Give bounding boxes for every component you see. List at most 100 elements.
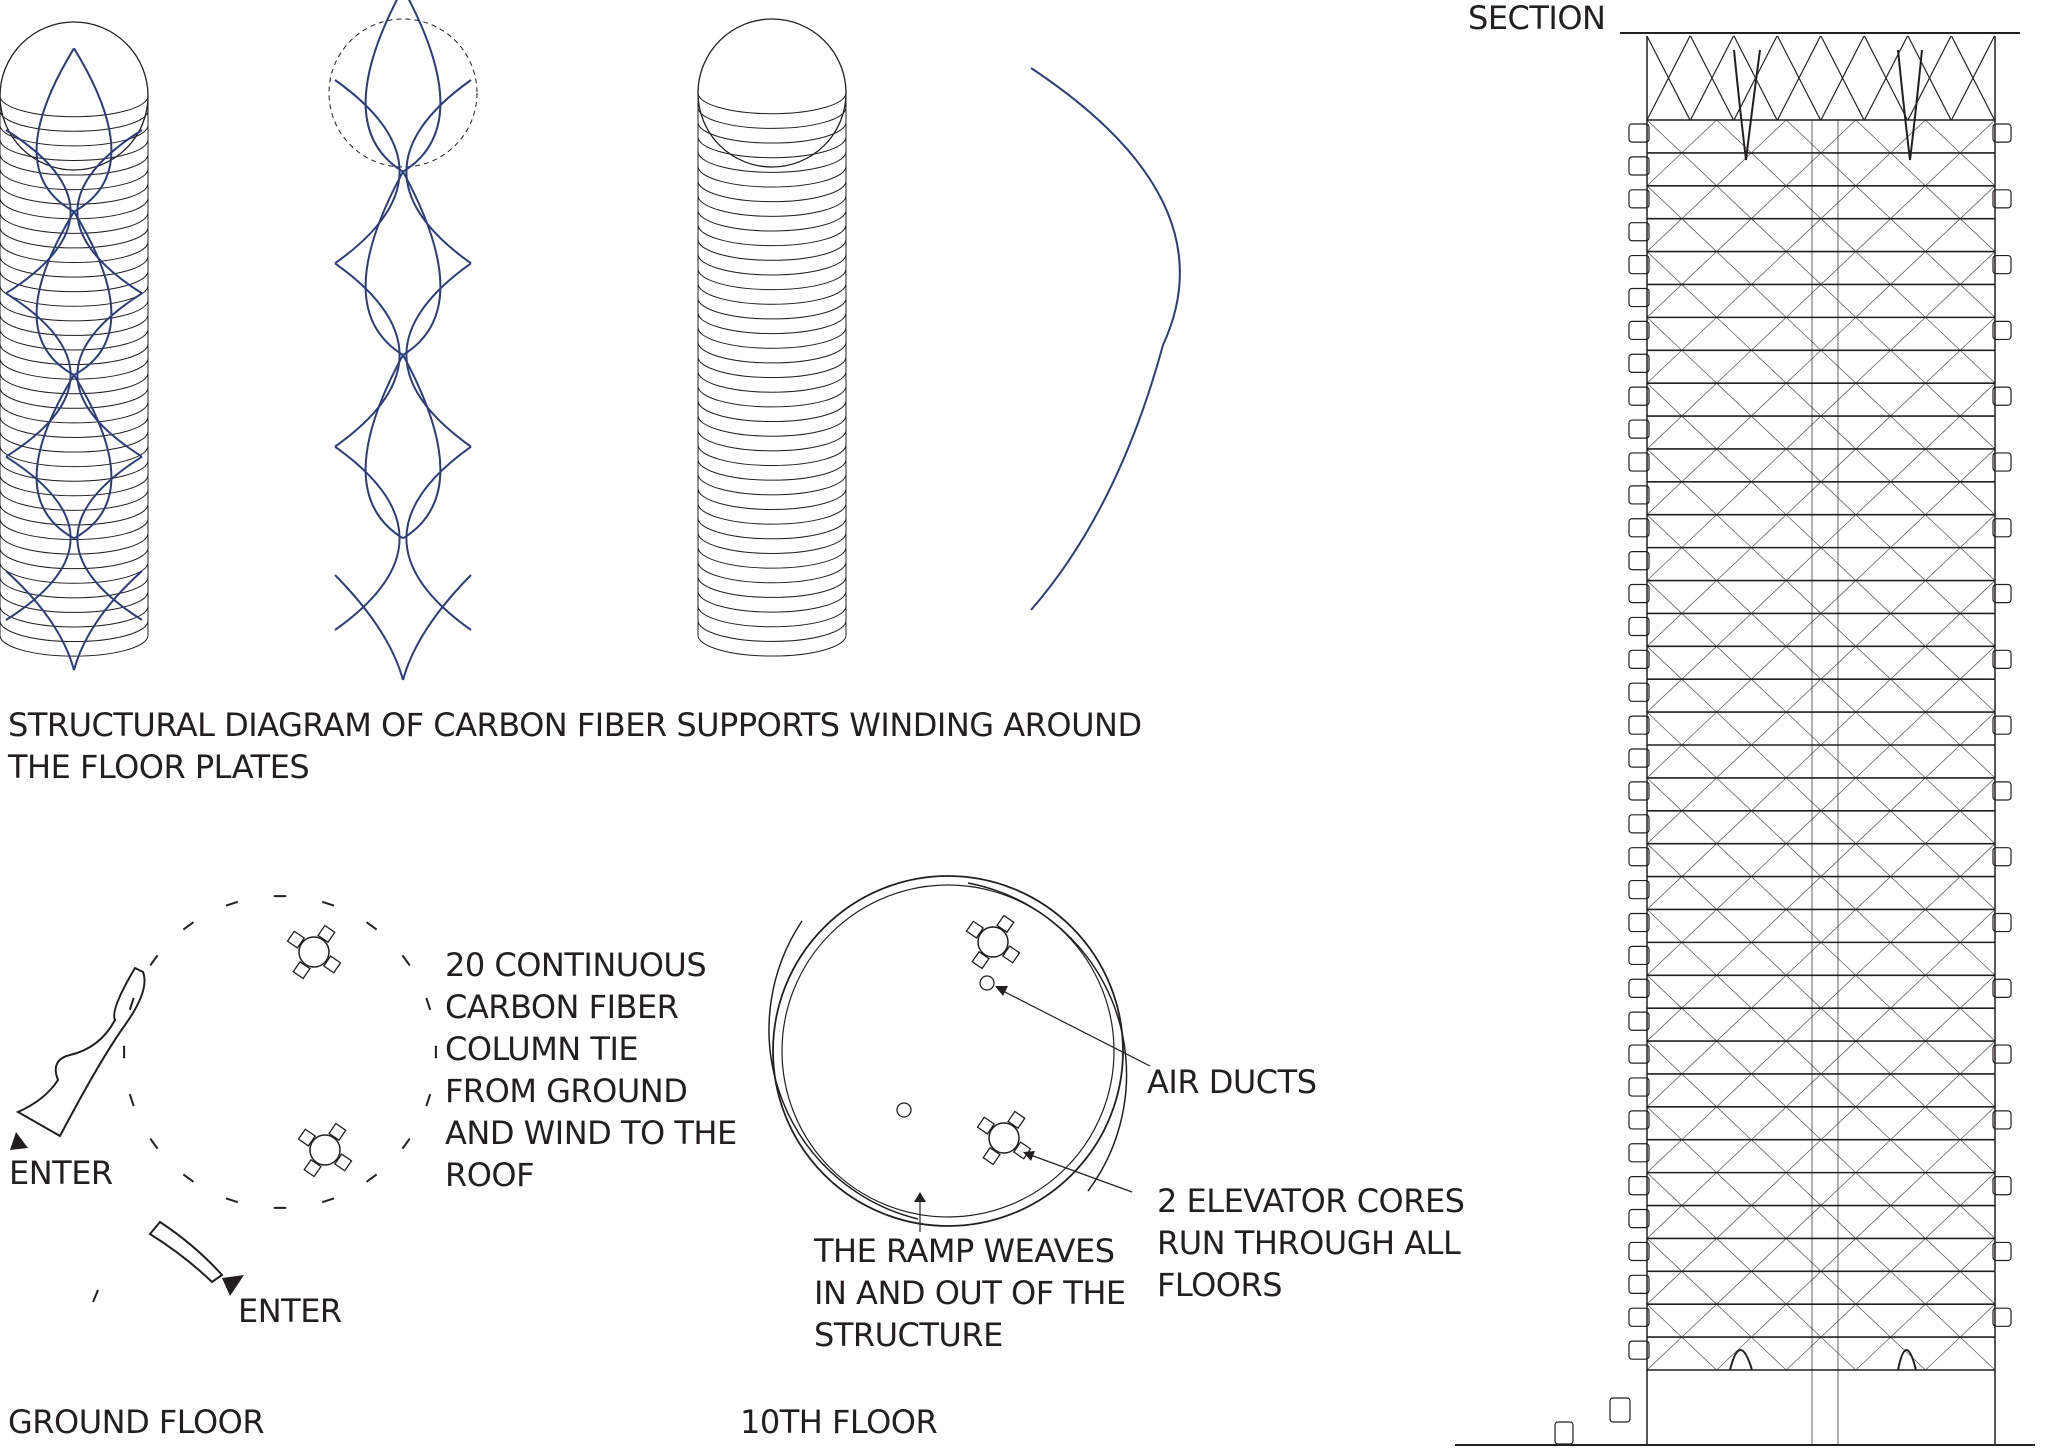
- diagonal-support: [1681, 942, 1717, 976]
- diagonal-support: [1959, 1007, 1996, 1042]
- roof-diagonal: [1776, 35, 1822, 121]
- floor-plate: [0, 256, 149, 278]
- balcony: [1628, 189, 1650, 209]
- roof-column: [1897, 49, 1923, 161]
- diagonal-support: [1751, 974, 1787, 1009]
- diagonal-support: [1716, 1336, 1752, 1371]
- diagonal-support: [1820, 349, 1857, 384]
- diagonal-support: [1646, 1205, 1683, 1239]
- elevator-core: [988, 1122, 1020, 1154]
- diagonal-support: [1855, 1007, 1891, 1042]
- diagonal-support: [1820, 382, 1857, 417]
- diagonal-support: [1890, 909, 1926, 943]
- diagonal-support: [1820, 942, 1857, 976]
- diagonal-support: [1820, 1007, 1857, 1042]
- column-tie: [365, 921, 378, 931]
- diagonal-support: [1855, 1073, 1891, 1108]
- air-duct: [979, 975, 995, 991]
- diagonal-support: [1925, 1040, 1961, 1075]
- diagonal-support: [1959, 744, 1996, 779]
- balcony: [1628, 978, 1650, 998]
- diagonal-support: [1925, 1139, 1961, 1173]
- diagonal-support: [1959, 1205, 1996, 1239]
- balcony: [1992, 452, 2012, 472]
- top-floor-plate: [697, 18, 847, 168]
- diagonal-support: [1681, 448, 1717, 483]
- elevator-leader: [1024, 1152, 1133, 1193]
- ramp-left: [768, 920, 919, 1220]
- elevator-pod: [965, 920, 985, 939]
- diagonal-support: [1820, 843, 1857, 877]
- ramp-note: THE RAMP WEAVES IN AND OUT OF THE STRUCT…: [814, 1232, 1126, 1354]
- diagonal-support: [1751, 1303, 1787, 1338]
- diagonal-support: [1959, 317, 1996, 351]
- floor-plate: [697, 298, 847, 320]
- diagonal-support: [1925, 481, 1961, 516]
- diagonal-support: [1681, 317, 1717, 351]
- diagonal-support: [1681, 810, 1717, 844]
- diagonal-support: [1785, 613, 1822, 647]
- support-curve: [405, 445, 472, 631]
- diagonal-support: [1890, 613, 1926, 647]
- support-curve: [405, 262, 472, 448]
- elevator-pod: [328, 1122, 347, 1142]
- enter-label-bottom: ENTER: [238, 1292, 342, 1330]
- diagonal-support: [1925, 1073, 1961, 1108]
- diagonal-support: [1959, 777, 1996, 812]
- balcony: [1992, 715, 2012, 735]
- elevator-pod: [297, 1128, 317, 1147]
- diagonal-support: [1890, 448, 1926, 483]
- diagonal-support: [1925, 777, 1961, 812]
- floor-plate: [0, 431, 149, 453]
- diagonal-support: [1785, 1106, 1822, 1141]
- diagonal-support: [1751, 415, 1787, 450]
- floor-plate: [0, 533, 149, 555]
- diagonal-support: [1681, 1336, 1717, 1371]
- diagonal-support: [1855, 547, 1891, 581]
- diagonal-support: [1751, 942, 1787, 976]
- entry-ramp-left: [15, 966, 146, 1138]
- diagonal-support: [1785, 909, 1822, 943]
- diagonal-support: [1716, 1139, 1752, 1173]
- diagonal-support: [1646, 152, 1683, 187]
- diagonal-support: [1820, 119, 1857, 154]
- diagonal-support: [1855, 1040, 1891, 1075]
- diagonal-support: [1681, 1139, 1717, 1173]
- diagonal-support: [1716, 185, 1752, 219]
- diagonal-support: [1785, 1073, 1822, 1108]
- ramp-right: [967, 882, 1128, 1192]
- diagonal-support: [1925, 547, 1961, 581]
- diagonal-support: [1959, 1139, 1996, 1173]
- diagonal-support: [1785, 1336, 1822, 1371]
- support-curve: [405, 79, 472, 265]
- support-curve: [73, 570, 143, 671]
- diagonal-support: [1716, 349, 1752, 384]
- diagonal-support: [1890, 152, 1926, 187]
- diagonal-support: [1925, 1238, 1961, 1272]
- diagonal-support: [1890, 1271, 1926, 1305]
- diagonal-support: [1890, 678, 1926, 713]
- support-curve: [334, 262, 401, 448]
- support-curve: [364, 171, 404, 356]
- balcony: [1628, 682, 1650, 702]
- diagonal-support: [1959, 514, 1996, 548]
- diagonal-support: [1890, 843, 1926, 877]
- diagonal-support: [1785, 448, 1822, 483]
- diagonal-support: [1716, 481, 1752, 516]
- support-curve: [334, 574, 404, 681]
- diagonal-support: [1890, 547, 1926, 581]
- diagonal-support: [1820, 317, 1857, 351]
- support-curve: [364, 354, 404, 540]
- balcony: [1992, 912, 2012, 933]
- diagonal-support: [1785, 1040, 1822, 1075]
- diagonal-support: [1751, 1205, 1787, 1239]
- diagonal-support: [1820, 284, 1857, 318]
- floor-plate: [0, 95, 149, 118]
- diagonal-support: [1681, 415, 1717, 450]
- roof-column: [1733, 49, 1761, 161]
- support-curve: [364, 0, 404, 173]
- support-curve: [334, 79, 401, 265]
- diagonal-support: [1785, 284, 1822, 318]
- diagonal-support: [1785, 514, 1822, 548]
- balcony: [1628, 912, 1650, 933]
